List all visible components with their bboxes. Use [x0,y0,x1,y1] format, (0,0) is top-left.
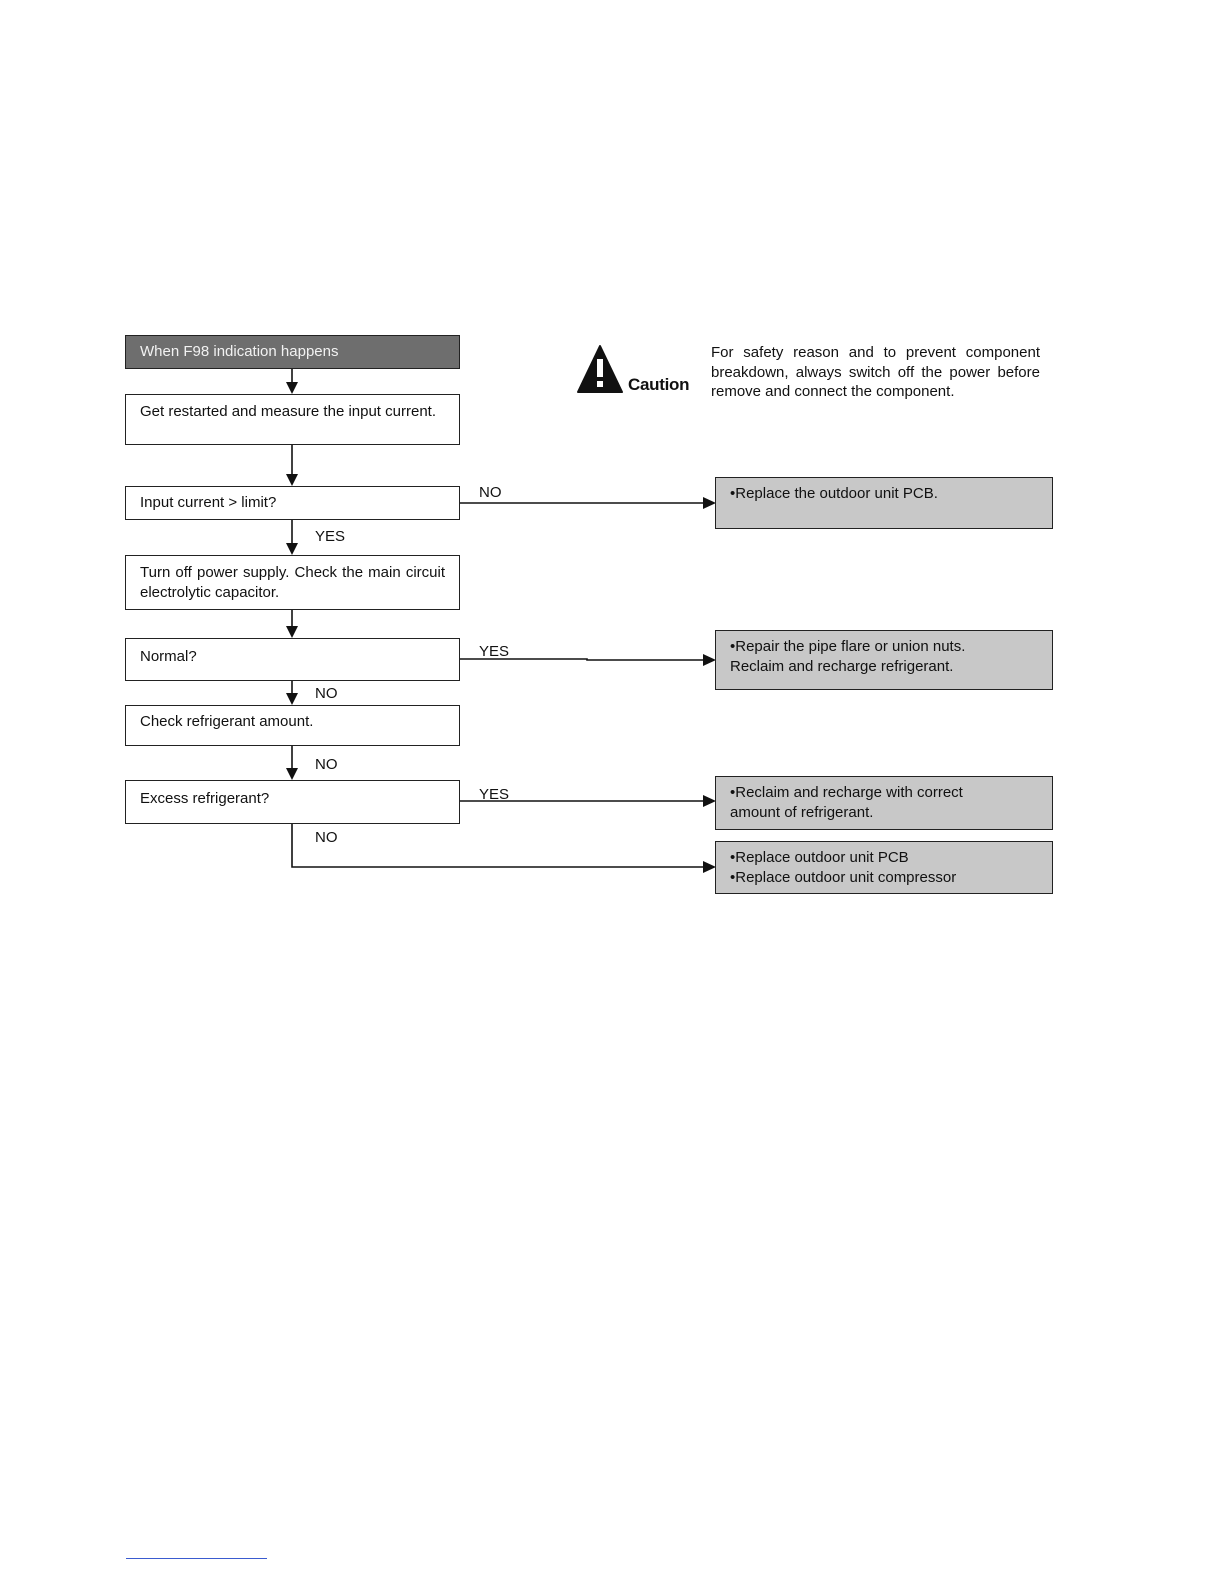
edge-label-current-no: NO [479,484,502,501]
arrowhead [286,474,298,486]
action-line: Reclaim and recharge refrigerant. [730,658,954,675]
action-line: amount of refrigerant. [730,804,874,821]
refrigerant-step-box: Check refrigerant amount. [125,705,460,746]
arrowhead [286,693,298,705]
excess-decision-box: Excess refrigerant? [125,780,460,824]
arrowhead [286,626,298,638]
start-label: When F98 indication happens [140,343,339,360]
edge-label-refrigerant-no: NO [315,756,338,773]
refrigerant-step-label: Check refrigerant amount. [140,713,314,730]
excess-decision-label: Excess refrigerant? [140,790,270,807]
caution-label: Caution [628,375,690,394]
replace-pcb-action-box: •Replace the outdoor unit PCB. [715,477,1053,529]
measure-step-label: Get restarted and measure the input curr… [140,403,436,420]
arrowhead [286,382,298,394]
action-line: •Reclaim and recharge with correct [730,784,963,801]
measure-step-box: Get restarted and measure the input curr… [125,394,460,445]
edge-label-excess-no: NO [315,829,338,846]
edge-label-current-yes: YES [315,528,346,545]
action-line: •Replace outdoor unit PCB [730,849,909,866]
action-line: •Replace the outdoor unit PCB. [730,485,938,502]
arrowhead [703,861,716,873]
current-decision-box: Input current > limit? [125,486,460,520]
current-decision-label: Input current > limit? [140,494,277,511]
start-box: When F98 indication happens [125,335,460,369]
edge-label-normal-no: NO [315,685,338,702]
arrowhead [703,795,716,807]
action-line: •Repair the pipe flare or union nuts. [730,638,966,655]
connector-normal-yes [460,658,703,661]
arrowhead [703,497,716,509]
footnote-divider [126,1558,267,1559]
edge-label-normal-yes: YES [479,643,510,660]
capacitor-step-box: Turn off power supply. Check the main ci… [125,555,460,610]
edge-label-excess-yes: YES [479,786,510,803]
repair-pipe-action-box: •Repair the pipe flare or union nuts. Re… [715,630,1053,690]
recharge-action-box: •Reclaim and recharge with correct amoun… [715,776,1053,830]
normal-decision-label: Normal? [140,648,197,665]
caution-text: For safety reason and to prevent compone… [711,344,1040,400]
capacitor-step-label: Turn off power supply. Check the main ci… [140,564,445,601]
connector-excess-no [291,823,703,868]
arrowhead [286,543,298,555]
warning-triangle-icon [577,345,623,393]
arrowhead [286,768,298,780]
replace-both-action-box: •Replace outdoor unit PCB •Replace outdo… [715,841,1053,894]
arrowhead [703,654,716,666]
action-line: •Replace outdoor unit compressor [730,869,957,886]
normal-decision-box: Normal? [125,638,460,681]
